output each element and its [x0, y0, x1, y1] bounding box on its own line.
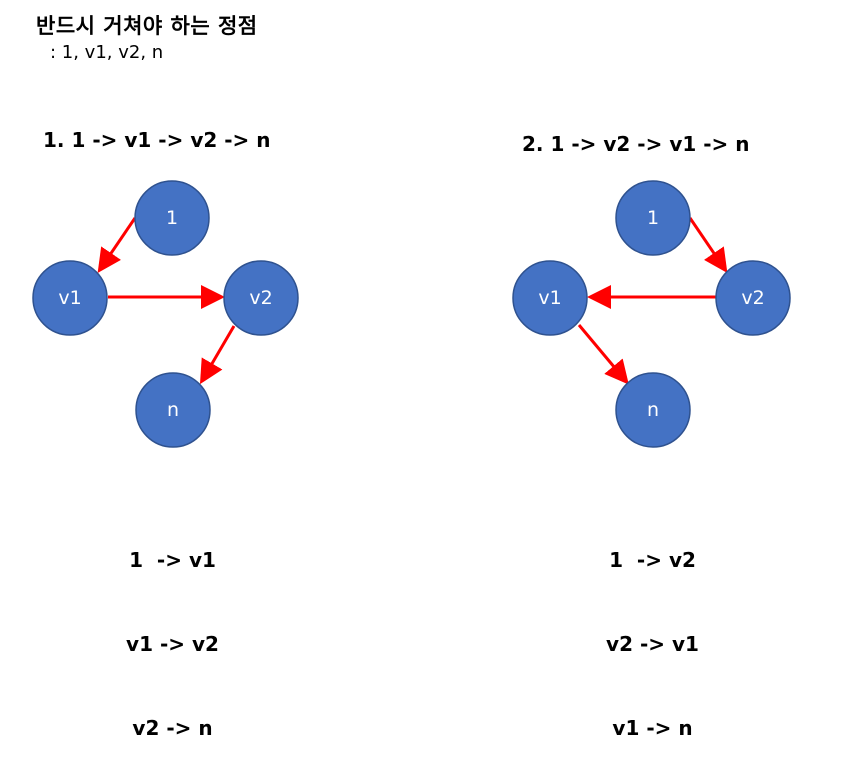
case-1-node-n-label: n [167, 399, 179, 421]
case-2-node-n-label: n [647, 399, 659, 421]
case-2-edge-1-to-v2 [688, 217, 728, 273]
case-1-nodes: 1 v1 v2 n [32, 180, 299, 448]
case-2-node-1: 1 [615, 180, 691, 256]
case-1-step: v1 -> v2 [126, 632, 219, 656]
case-1-node-1-label: 1 [166, 207, 178, 229]
case-1-node-v1-label: v1 [58, 287, 81, 309]
case-2-edge-v1-to-n [577, 324, 629, 385]
case-2-step: v2 -> v1 [606, 632, 699, 656]
case-2-node-v1-label: v1 [538, 287, 561, 309]
case-2-step: v1 -> n [612, 716, 693, 740]
case-1-node-v2-label: v2 [249, 287, 272, 309]
case-2-step: 1 -> v2 [609, 548, 696, 572]
case-2-nodes: 1 v1 v2 n [512, 180, 791, 448]
page-title: 반드시 거쳐야 하는 정점 [36, 14, 258, 38]
case-1-edges [97, 217, 236, 385]
case-2-title: 2. 1 -> v2 -> v1 -> n [522, 132, 750, 156]
page-subtitle: : 1, v1, v2, n [50, 42, 164, 63]
case-1-step: v2 -> n [132, 716, 213, 740]
case-1-node-v1: v1 [32, 260, 108, 336]
case-2-node-v1: v1 [512, 260, 588, 336]
case-2-node-n: n [615, 372, 691, 448]
case-1-title: 1. 1 -> v1 -> v2 -> n [43, 128, 271, 152]
case-1-edge-1-to-v1 [97, 217, 137, 273]
case-2-node-v2: v2 [715, 260, 791, 336]
case-1-step: 1 -> v1 [129, 548, 216, 572]
case-1-edge-v2-to-n [199, 325, 236, 385]
path-diagrams: 1 v1 v2 n 1 v1 v2 [32, 180, 791, 448]
case-2-node-1-label: 1 [647, 207, 659, 229]
case-1-node-n: n [135, 372, 211, 448]
case-2-edges [577, 217, 728, 385]
case-2-steps: 1 -> v2 v2 -> v1 v1 -> n [585, 490, 720, 770]
case-1-node-v2: v2 [223, 260, 299, 336]
case-2-node-v2-label: v2 [741, 287, 764, 309]
case-1-node-1: 1 [134, 180, 210, 256]
case-1-steps: 1 -> v1 v1 -> v2 v2 -> n [105, 490, 240, 770]
